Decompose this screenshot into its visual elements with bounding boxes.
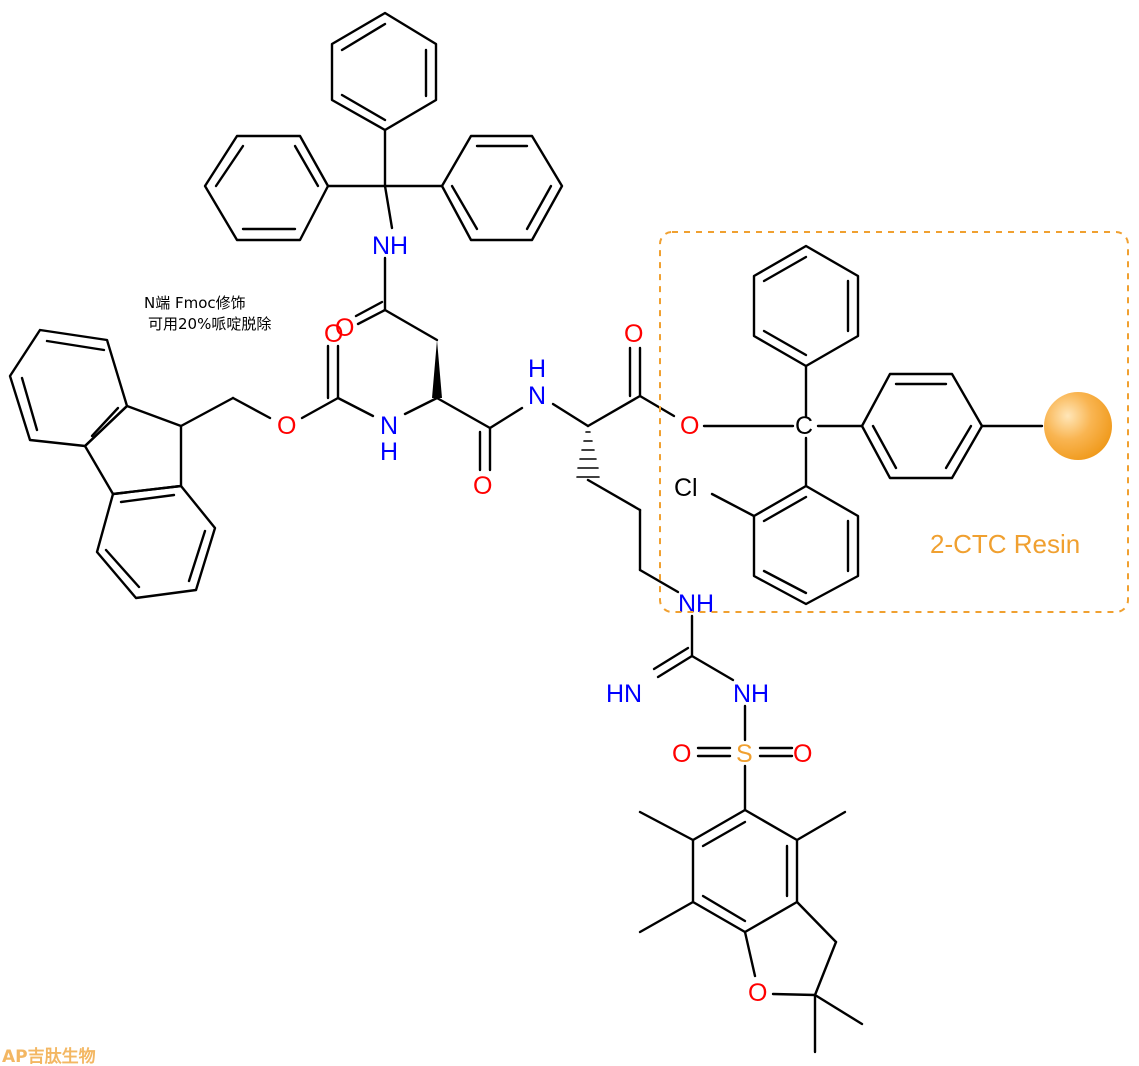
arg-alpha-n-label: N xyxy=(528,382,546,410)
guanidine-nh-label: NH xyxy=(678,590,714,618)
sulfonamide-nh-label: NH xyxy=(733,680,769,708)
annotation-line-1: N端 Fmoc修饰 xyxy=(144,294,246,312)
logo-text: AP吉肽生物 xyxy=(2,1046,96,1066)
fluorene-ring-system xyxy=(8,328,217,600)
arg-hashed-bond xyxy=(576,431,600,478)
pbf-ring-system xyxy=(638,808,864,1054)
resin-dashed-box xyxy=(659,231,1129,613)
trityl-nh-label: NH xyxy=(372,232,408,260)
asn-alpha-n-label: N xyxy=(380,412,398,440)
resin-bead xyxy=(1044,392,1112,460)
sulfur-label: S xyxy=(736,740,753,768)
trityl-carbon-label: C xyxy=(795,412,813,440)
trityl-left-phenyl-ring xyxy=(203,134,330,242)
furan-oxygen-label: O xyxy=(748,979,767,1007)
arg-alpha-h-label: H xyxy=(528,355,546,383)
imine-hn-label: HN xyxy=(606,680,642,708)
asn-alpha-h-label: H xyxy=(380,438,398,466)
asn-side-oxygen-label: O xyxy=(335,314,354,342)
atom-labels: NH O O O N H O H N O O C Cl NH HN NH O S… xyxy=(277,232,813,1007)
sulfonyl-oxygen-right-label: O xyxy=(793,740,812,768)
resin-chlorophenyl-ring xyxy=(710,484,860,606)
chlorine-label: Cl xyxy=(674,474,698,502)
fmoc-annotation: N端 Fmoc修饰 可用20%哌啶脱除 xyxy=(144,294,271,333)
sulfonyl-oxygen-left-label: O xyxy=(672,740,691,768)
bond-skeleton xyxy=(8,11,1044,1054)
annotation-line-2: 可用20%哌啶脱除 xyxy=(148,315,271,333)
ester-oxygen-label: O xyxy=(680,412,699,440)
trityl-right-phenyl-ring xyxy=(440,134,564,242)
carbamate-oxygen-label: O xyxy=(277,412,296,440)
asn-carbonyl-oxygen-label: O xyxy=(473,472,492,500)
company-logo: AP吉肽生物 xyxy=(2,1046,96,1066)
resin-top-phenyl-ring xyxy=(752,244,860,368)
trityl-top-phenyl-ring xyxy=(330,11,438,132)
resin-label: 2-CTC Resin xyxy=(930,529,1080,559)
resin-highlight: 2-CTC Resin xyxy=(659,231,1129,613)
carbamate-carbonyl-oxygen-label: O xyxy=(324,320,343,348)
arg-carbonyl-oxygen-label: O xyxy=(624,320,643,348)
resin-right-phenyl-ring xyxy=(860,372,1044,480)
